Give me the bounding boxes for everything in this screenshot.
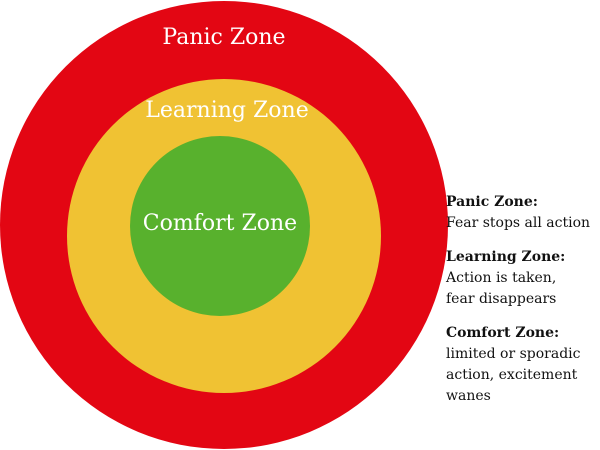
legend-line: limited or sporadic	[446, 346, 581, 362]
legend-line: wanes	[446, 388, 491, 404]
legend-line: fear disappears	[446, 291, 557, 307]
legend-entry-panic: Panic Zone: Fear stops all action	[446, 192, 598, 234]
learning-zone-label: Learning Zone	[145, 98, 308, 123]
legend-line: Fear stops all action	[446, 215, 591, 231]
panic-zone-label: Panic Zone	[162, 25, 285, 50]
comfort-zone-circle	[130, 136, 310, 316]
legend-line: action, excitement	[446, 367, 578, 383]
legend-line: Action is taken,	[446, 270, 557, 286]
comfort-zone-label: Comfort Zone	[143, 211, 297, 236]
legend-entry-comfort: Comfort Zone: limited or sporadic action…	[446, 323, 598, 407]
legend-entry-learning: Learning Zone: Action is taken, fear dis…	[446, 247, 598, 310]
legend-title-learning: Learning Zone:	[446, 249, 566, 265]
legend-title-panic: Panic Zone:	[446, 194, 538, 210]
legend-title-comfort: Comfort Zone:	[446, 325, 560, 341]
zone-legend: Panic Zone: Fear stops all action Learni…	[446, 192, 598, 407]
